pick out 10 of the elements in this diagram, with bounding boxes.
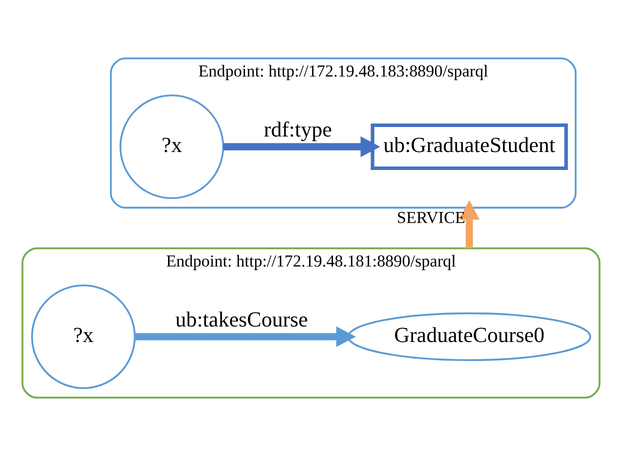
node-box: ub:GraduateStudent: [370, 123, 568, 170]
node-circle: ?x: [31, 284, 136, 389]
arrow: [459, 200, 480, 248]
arrow: [135, 326, 356, 348]
node-ellipse: GraduateCourse0: [347, 312, 592, 362]
edge-label: SERVICE: [396, 208, 466, 228]
edge-label: rdf:type: [264, 117, 332, 142]
edge-label: ub:takesCourse: [175, 307, 308, 332]
arrow: [223, 136, 380, 158]
node-circle: ?x: [120, 94, 224, 200]
